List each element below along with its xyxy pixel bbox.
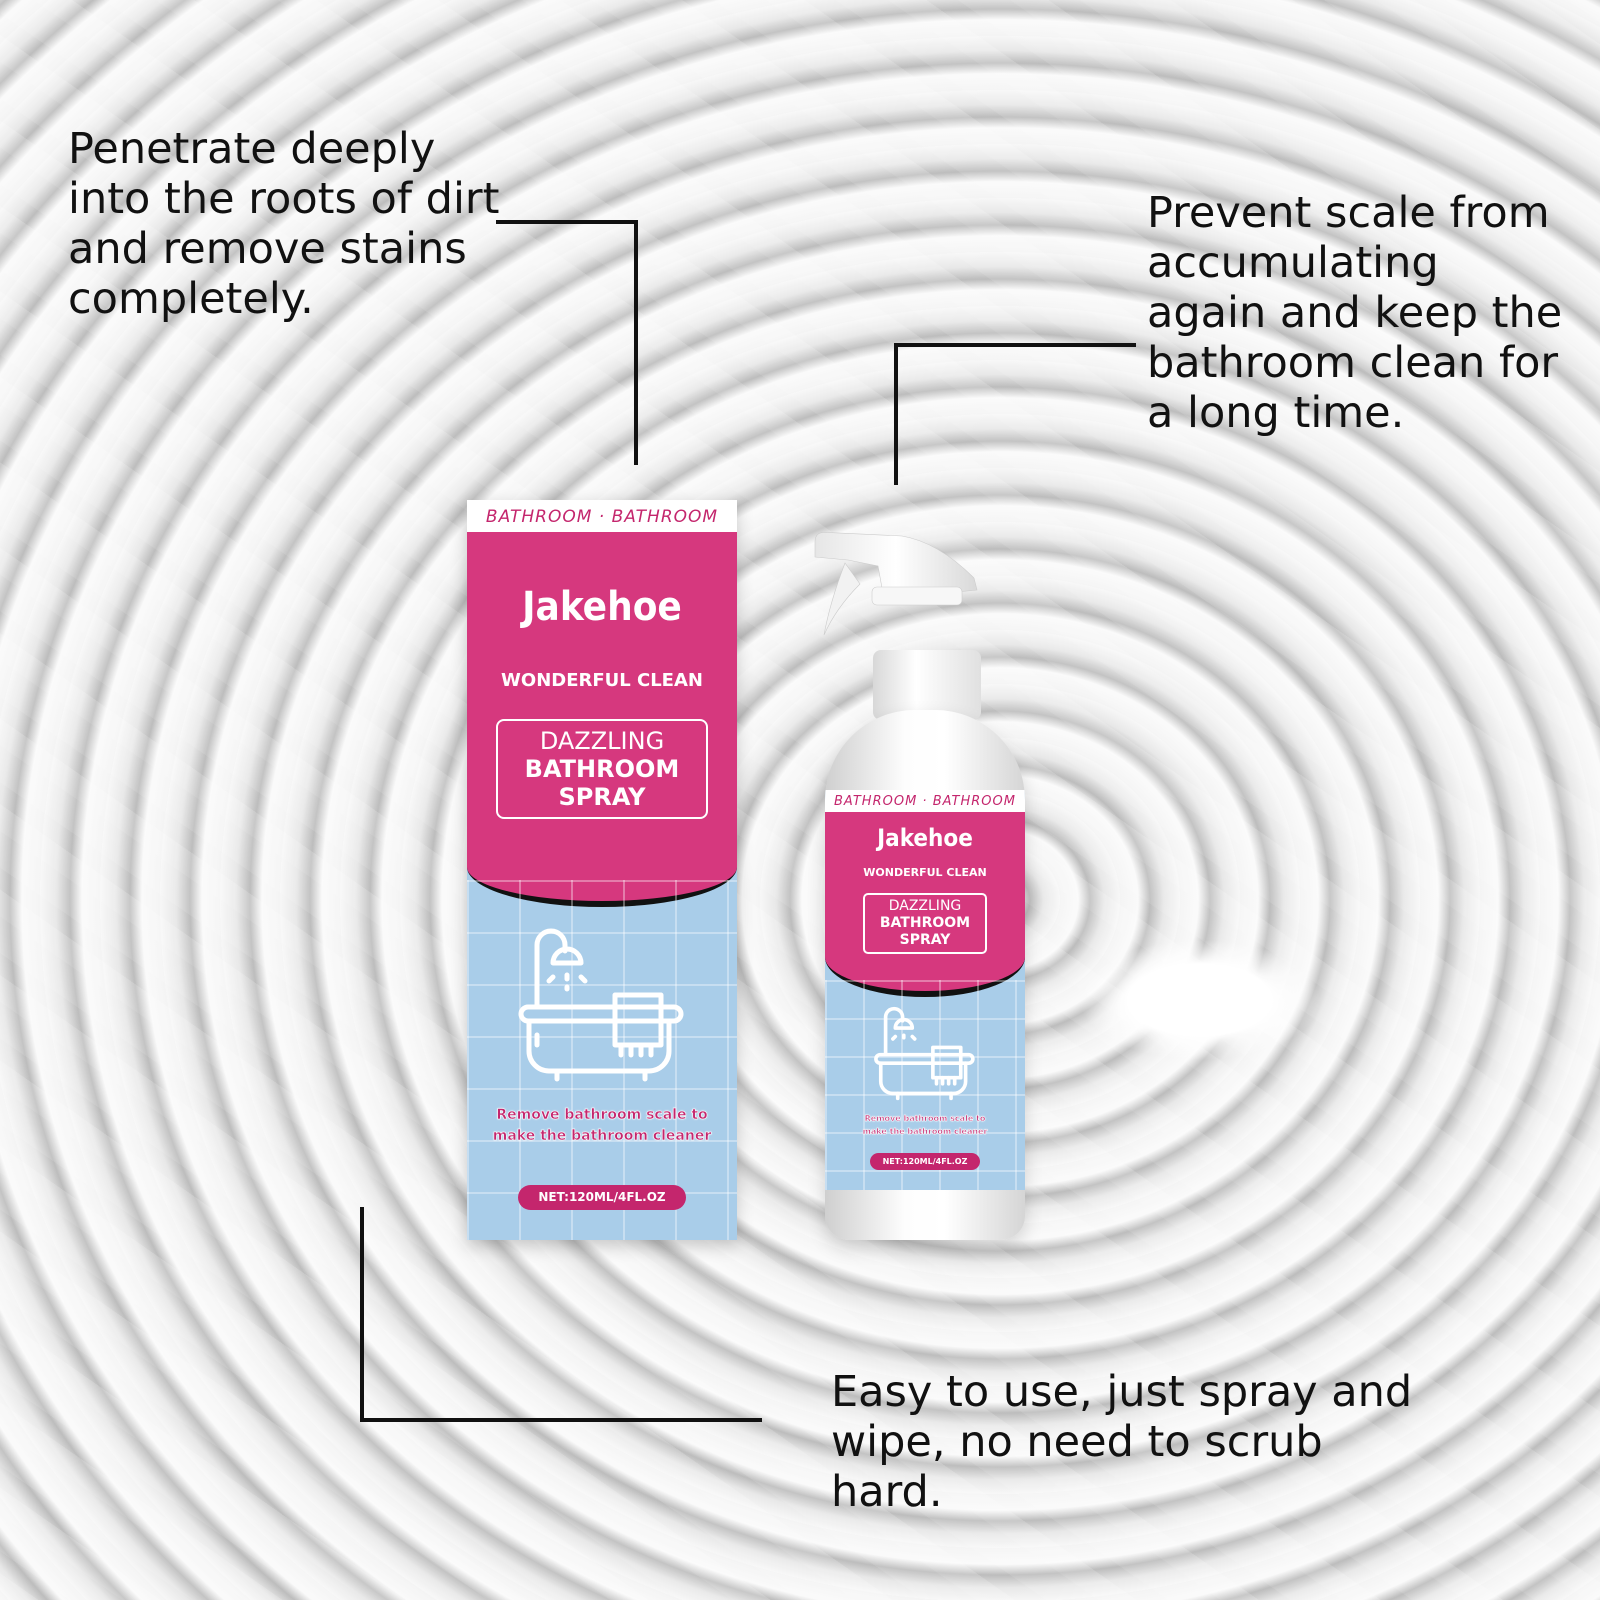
top-band: BATHROOM · BATHROOM xyxy=(825,790,1025,812)
caption-line: wipe, no need to scrub xyxy=(831,1417,1323,1467)
callout-line xyxy=(894,343,898,485)
caption-line: bathroom clean for xyxy=(1147,338,1559,388)
caption-line: accumulating xyxy=(1147,238,1439,288)
bottle-body: BATHROOM · BATHROOM Jakehoe WONDERFUL CL… xyxy=(825,710,1025,1240)
caption-top-left: Penetrate deeply into the roots of dirt … xyxy=(68,124,499,324)
brand-logo: Jakehoe xyxy=(877,824,973,852)
tagline-line: make the bathroom cleaner xyxy=(492,1128,712,1145)
subtitle: WONDERFUL CLEAN xyxy=(863,866,987,879)
caption-line: hard. xyxy=(831,1467,943,1517)
spray-trigger-icon xyxy=(814,531,978,636)
callout-line xyxy=(634,220,638,465)
name-line: BATHROOM xyxy=(524,755,680,783)
brand-logo: Jakehoe xyxy=(522,584,682,630)
bathtub-icon xyxy=(518,928,684,1082)
caption-line: again and keep the xyxy=(1147,288,1563,338)
caption-top-right: Prevent scale from accumulating again an… xyxy=(1147,188,1562,438)
name-line: SPRAY xyxy=(558,783,646,811)
caption-line: completely. xyxy=(68,274,314,324)
tile-pattern xyxy=(467,880,737,1240)
pink-panel: Jakehoe WONDERFUL CLEAN DAZZLING BATHROO… xyxy=(467,532,737,907)
tagline: Remove bathroom scale to make the bathro… xyxy=(467,1105,737,1147)
product-box: BATHROOM · BATHROOM Jakehoe WONDERFUL CL… xyxy=(467,500,737,1240)
caption-line: Prevent scale from xyxy=(1147,188,1550,238)
name-line: DAZZLING xyxy=(539,727,665,755)
caption-line: and remove stains xyxy=(68,224,467,274)
name-line: DAZZLING xyxy=(888,898,962,914)
bathtub-icon xyxy=(874,1006,975,1101)
callout-line xyxy=(360,1418,762,1422)
caption-line: Easy to use, just spray and xyxy=(831,1367,1413,1417)
caption-line: into the roots of dirt xyxy=(68,174,500,224)
top-band: BATHROOM · BATHROOM xyxy=(467,500,737,532)
callout-line xyxy=(496,220,638,224)
callout-line xyxy=(894,343,1136,347)
tagline: Remove bathroom scale to make the bathro… xyxy=(825,1112,1025,1138)
bottle-label: BATHROOM · BATHROOM Jakehoe WONDERFUL CL… xyxy=(825,790,1025,1190)
name-line: BATHROOM xyxy=(879,915,971,931)
caption-bottom: Easy to use, just spray and wipe, no nee… xyxy=(831,1367,1412,1517)
name-line: SPRAY xyxy=(899,932,951,948)
subtitle: WONDERFUL CLEAN xyxy=(501,670,703,691)
spray-bottle: BATHROOM · BATHROOM Jakehoe WONDERFUL CL… xyxy=(755,530,1045,1240)
tagline-line: Remove bathroom scale to xyxy=(864,1114,986,1124)
product-name-frame: DAZZLING BATHROOM SPRAY xyxy=(496,719,708,819)
bottle-neck xyxy=(873,650,981,720)
product-name-frame: DAZZLING BATHROOM SPRAY xyxy=(863,893,987,954)
caption-line: a long time. xyxy=(1147,388,1405,438)
caption-line: Penetrate deeply xyxy=(68,124,436,174)
callout-line xyxy=(360,1207,364,1422)
tagline-line: make the bathroom cleaner xyxy=(862,1127,988,1137)
tagline-line: Remove bathroom scale to xyxy=(496,1107,708,1124)
net-volume-badge: NET:120ML/4FL.OZ xyxy=(870,1153,980,1170)
pink-panel: Jakehoe WONDERFUL CLEAN DAZZLING BATHROO… xyxy=(825,812,1025,997)
net-volume-badge: NET:120ML/4FL.OZ xyxy=(518,1185,686,1210)
